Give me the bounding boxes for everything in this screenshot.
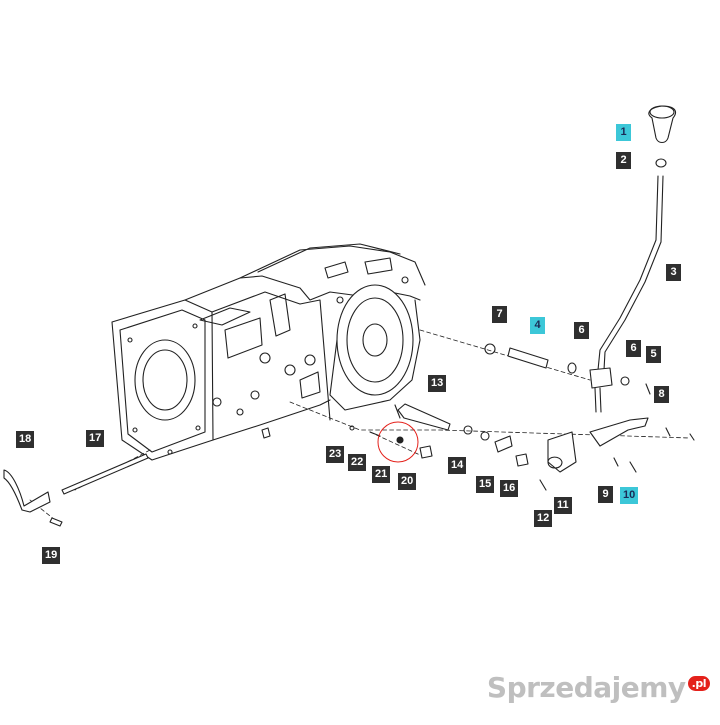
watermark-logo: Sprzedajemy.pl <box>487 671 710 704</box>
callout-19: 19 <box>42 547 61 564</box>
callout-9: 9 <box>598 486 613 503</box>
gear-lever-assembly <box>589 105 676 413</box>
callout-6-lower: 6 <box>626 340 641 357</box>
callout-18: 18 <box>16 431 35 448</box>
callout-2: 2 <box>616 152 631 169</box>
callout-6-upper: 6 <box>574 322 589 339</box>
transmission-housing <box>111 243 426 461</box>
callout-23: 23 <box>326 446 345 463</box>
small-parts <box>349 343 695 491</box>
callout-10: 10 <box>620 487 639 504</box>
callout-16: 16 <box>500 480 519 497</box>
callout-1: 1 <box>616 124 631 141</box>
callout-22: 22 <box>348 454 367 471</box>
callout-5: 5 <box>646 346 661 363</box>
callout-13: 13 <box>428 375 447 392</box>
callout-21: 21 <box>372 466 391 483</box>
callout-8: 8 <box>654 386 669 403</box>
callout-20: 20 <box>398 473 417 490</box>
callout-11: 11 <box>554 497 572 514</box>
callout-17: 17 <box>86 430 105 447</box>
shift-rod-and-fork <box>3 453 149 527</box>
callout-3: 3 <box>666 264 681 281</box>
callout-12: 12 <box>534 510 553 527</box>
callout-15: 15 <box>476 476 495 493</box>
callout-4: 4 <box>530 317 545 334</box>
callout-7: 7 <box>492 306 507 323</box>
callout-14: 14 <box>448 457 467 474</box>
